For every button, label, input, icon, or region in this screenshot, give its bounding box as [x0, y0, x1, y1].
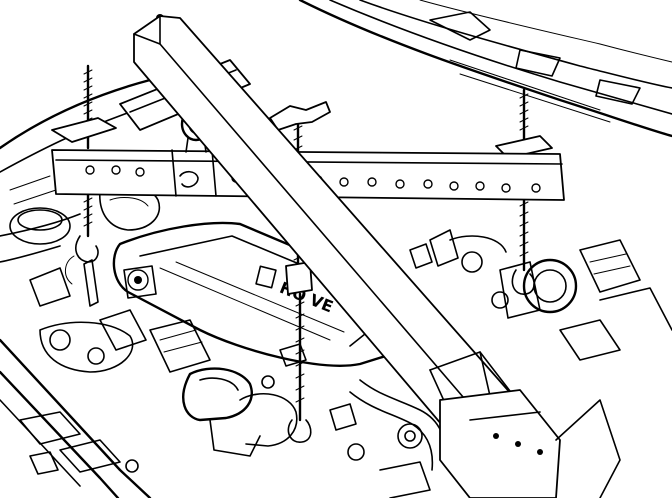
cowl-panel: [298, 0, 672, 138]
exhaust-manifold: [182, 343, 307, 457]
radiator-support: [0, 338, 152, 498]
throttle-body: [409, 229, 672, 361]
lower-left-engine-parts: [39, 309, 211, 373]
beam-mounting-foot: [439, 389, 621, 498]
left-fender: [0, 78, 152, 263]
left-lower-bracket: [65, 255, 99, 307]
